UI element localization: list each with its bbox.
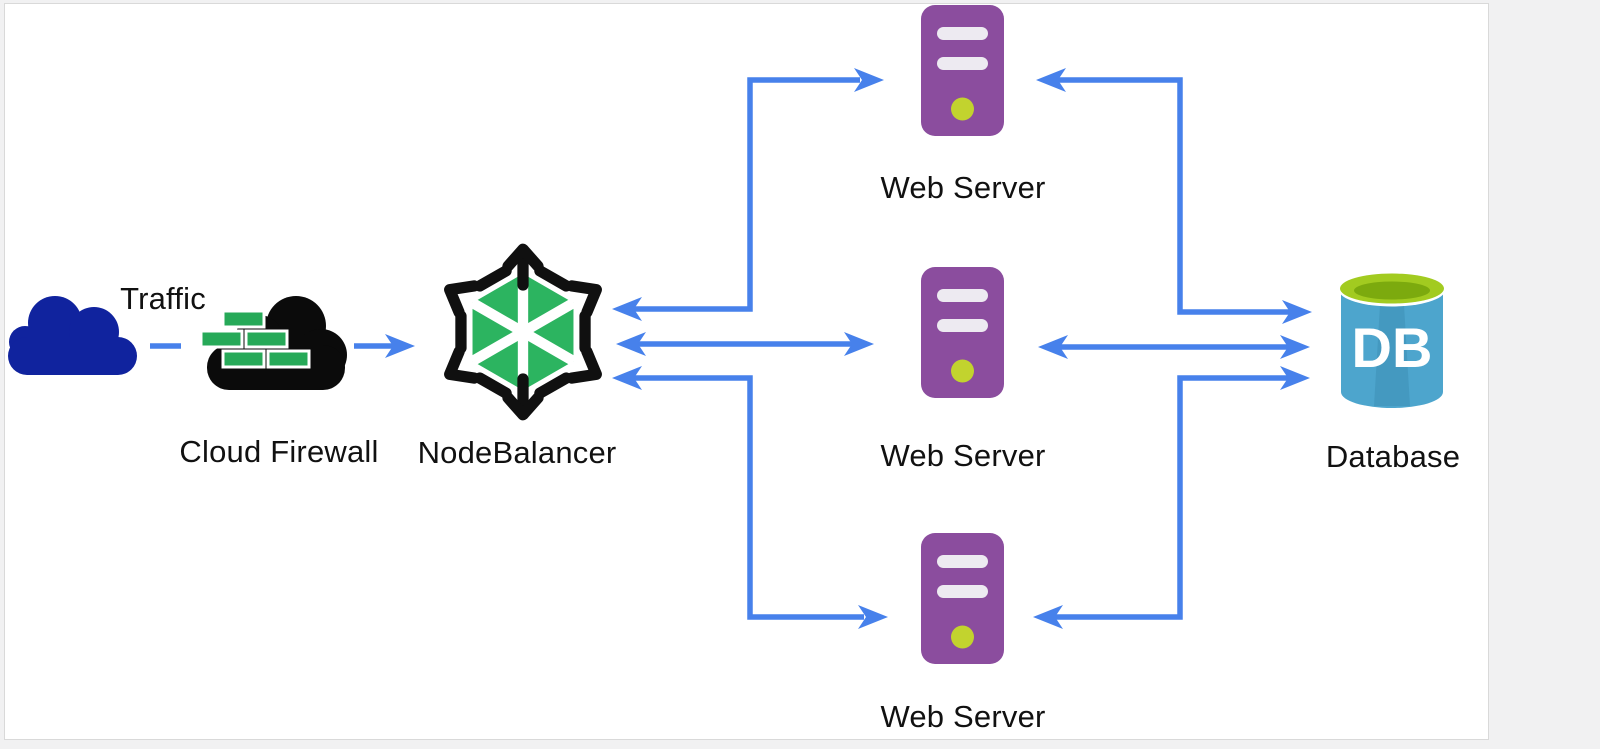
- arrowhead-into-nodebalancer-middle: [616, 332, 646, 356]
- server-slot: [937, 27, 988, 40]
- arrowhead-into-database-bottom: [1280, 366, 1310, 390]
- web-server-top-label: Web Server: [880, 170, 1046, 205]
- db-cylinder-shade: [1374, 288, 1410, 406]
- cloud-shape: [8, 296, 137, 375]
- arrowhead-into-database-top: [1282, 300, 1312, 324]
- nodebalancer-arrows: [444, 243, 602, 421]
- edge-nodebalancer-webserver-top-shaft: [634, 77, 860, 312]
- nodebalancer-label: NodeBalancer: [417, 435, 617, 470]
- traffic-label: Traffic: [120, 281, 206, 316]
- arrowhead-into-nodebalancer-bottom: [612, 366, 642, 390]
- web-server-bottom-icon: [921, 533, 1004, 664]
- arrowhead-into-webserver-middle-right: [1038, 335, 1068, 359]
- database-label: Database: [1325, 439, 1461, 474]
- edge-webserver-bottom-database-shaft: [1055, 375, 1288, 620]
- cloud-firewall-label: Cloud Firewall: [179, 434, 379, 469]
- web-server-middle-icon: [921, 267, 1004, 398]
- database-icon: DB: [1339, 273, 1445, 408]
- arrowhead-into-nodebalancer-left: [385, 334, 415, 358]
- traffic-cloud-icon: [8, 296, 137, 375]
- web-server-middle-label: Web Server: [880, 438, 1046, 473]
- server-slot: [937, 57, 988, 70]
- arrowhead-into-webserver-bottom-right: [1033, 605, 1063, 629]
- arrowhead-into-nodebalancer-top: [612, 297, 642, 321]
- nodebalancer-icon: [444, 243, 602, 421]
- server-led: [951, 97, 974, 121]
- arrowhead-into-webserver-top-right: [1036, 68, 1066, 92]
- web-server-top-icon: [921, 5, 1004, 136]
- server-led: [951, 359, 974, 383]
- arrowhead-into-webserver-bottom-left: [858, 605, 888, 629]
- db-top-inner: [1354, 281, 1430, 300]
- arrowhead-into-webserver-middle-left: [844, 332, 874, 356]
- server-slot: [937, 555, 988, 568]
- arrowhead-into-database-middle: [1280, 335, 1310, 359]
- edge-nodebalancer-webserver-bottom-shaft: [634, 375, 864, 620]
- web-server-bottom-label: Web Server: [880, 699, 1046, 734]
- server-slot: [937, 585, 988, 598]
- cloud-firewall-icon: [199, 296, 347, 390]
- server-slot: [937, 289, 988, 302]
- arrowheads: [385, 68, 1312, 629]
- server-led: [951, 625, 974, 649]
- db-icon-text: DB: [1352, 316, 1433, 379]
- firewall-bricks: [199, 309, 311, 369]
- edge-webserver-top-database-shaft: [1058, 77, 1290, 315]
- arrowhead-into-webserver-top-left: [854, 68, 884, 92]
- server-slot: [937, 319, 988, 332]
